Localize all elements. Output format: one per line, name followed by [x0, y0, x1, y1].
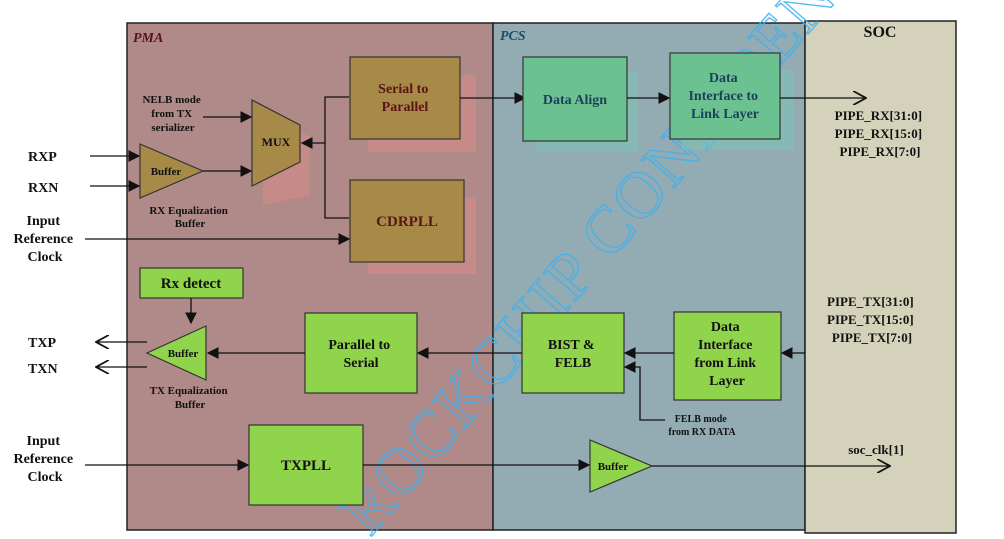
dil-line1: Data — [709, 71, 738, 86]
serial-to-parallel-line1: Serial to — [378, 82, 428, 97]
ref-clock1-line2: Reference — [13, 232, 73, 247]
ref-clock2-line3: Clock — [28, 470, 63, 485]
pipe-rx-31: PIPE_RX[31:0] — [835, 108, 922, 123]
nelb-mode-line3: serializer — [151, 122, 194, 134]
dil-line2: Interface to — [688, 89, 758, 104]
nelb-mode-line2: from TX — [151, 108, 192, 120]
svg-text:NELB mode from TX seri: NELB mode from TX serializer — [142, 94, 203, 134]
rx-detect-label: Rx detect — [161, 276, 221, 292]
svg-text:FELB mode from RX DATA: FELB mode from RX DATA — [668, 414, 736, 438]
svg-text:Input Reference Clock: Input Reference Clock — [13, 214, 76, 265]
mux-label: MUX — [262, 135, 291, 149]
data-align-label: Data Align — [543, 93, 607, 108]
difl-line2: Interface — [698, 338, 752, 353]
svg-text:Serial to Parallel: Serial to Parallel — [378, 82, 432, 115]
bist-line2: FELB — [555, 356, 592, 371]
rx-buffer-label: Buffer — [151, 166, 182, 178]
serial-to-parallel-block — [349, 56, 461, 140]
pipe-tx-7: PIPE_TX[7:0] — [832, 330, 912, 345]
svg-text:PIPE_TX[31:0] PIPE_TX[15:0: PIPE_TX[31:0] PIPE_TX[15:0] PIPE_TX[7:0] — [827, 294, 917, 345]
svg-text:Data Interface to Link: Data Interface to Link Layer — [688, 71, 761, 122]
pipe-rx-7: PIPE_RX[7:0] — [840, 144, 921, 159]
ref-clock1-line3: Clock — [28, 250, 63, 265]
tx-eq-line1: TX Equalization — [150, 385, 228, 397]
txp-label: TXP — [28, 336, 56, 351]
bist-felb-block — [521, 312, 625, 394]
mux-block — [251, 99, 301, 187]
felb-mode-line2: from RX DATA — [668, 427, 736, 438]
rx-eq-line2: Buffer — [175, 218, 206, 230]
svg-text:Parallel to Serial: Parallel to Serial — [328, 338, 393, 371]
parallel-to-serial-block — [304, 312, 418, 394]
data-align-block — [522, 56, 628, 142]
bist-line1: BIST & — [548, 338, 595, 353]
rx-eq-line1: RX Equalization — [149, 205, 228, 217]
tx-eq-line2: Buffer — [175, 399, 206, 411]
tx-buffer — [145, 325, 207, 381]
soc-title: SOC — [864, 24, 897, 41]
p2s-line2: Serial — [344, 356, 379, 371]
soc-clk-label: soc_clk[1] — [848, 442, 904, 457]
rxn-label: RXN — [28, 181, 58, 196]
pipe-tx-31: PIPE_TX[31:0] — [827, 294, 914, 309]
pipe-rx-15: PIPE_RX[15:0] — [835, 126, 922, 141]
dil-line3: Link Layer — [691, 107, 759, 122]
svg-text:Input Reference Clock: Input Reference Clock — [13, 434, 76, 485]
cdrpll-label: CDRPLL — [376, 214, 438, 230]
svg-text:Data Interface from Li: Data Interface from Link Layer — [694, 320, 759, 389]
svg-text:PIPE_RX[31:0] PIPE_RX[15:0: PIPE_RX[31:0] PIPE_RX[15:0] PIPE_RX[7:0] — [835, 108, 926, 159]
ref-clock2-line2: Reference — [13, 452, 73, 467]
rxp-label: RXP — [28, 150, 57, 165]
cdrpll-block — [349, 179, 465, 263]
felb-mode-line1: FELB mode — [675, 414, 728, 425]
svg-text:TX Equalization Buffer: TX Equalization Buffer — [150, 385, 231, 411]
difl-line1: Data — [711, 320, 740, 335]
difl-line3: from Link — [694, 356, 756, 371]
ref-clock1-line1: Input — [27, 214, 61, 229]
txpll-block — [248, 424, 364, 506]
pma-title: PMA — [133, 31, 163, 46]
ref-clock2-line1: Input — [27, 434, 61, 449]
tx-buffer-label: Buffer — [168, 348, 199, 360]
serial-to-parallel-line2: Parallel — [382, 100, 429, 115]
pcs-title: PCS — [500, 29, 526, 44]
soc-section — [804, 20, 957, 534]
difl-line4: Layer — [709, 374, 745, 389]
data-interface-to-link-block — [669, 52, 781, 140]
svg-text:RX Equalization Buffer: RX Equalization Buffer — [149, 205, 230, 230]
svg-text:BIST & FELB: BIST & FELB — [548, 338, 598, 371]
txpll-label: TXPLL — [281, 458, 331, 474]
rx-buffer — [139, 143, 205, 199]
pipe-tx-15: PIPE_TX[15:0] — [827, 312, 914, 327]
nelb-mode-line1: NELB mode — [142, 94, 200, 106]
txn-label: TXN — [28, 362, 58, 377]
soc-buffer-label: Buffer — [598, 461, 629, 473]
p2s-line1: Parallel to — [328, 338, 390, 353]
data-interface-from-link-block — [673, 311, 782, 401]
